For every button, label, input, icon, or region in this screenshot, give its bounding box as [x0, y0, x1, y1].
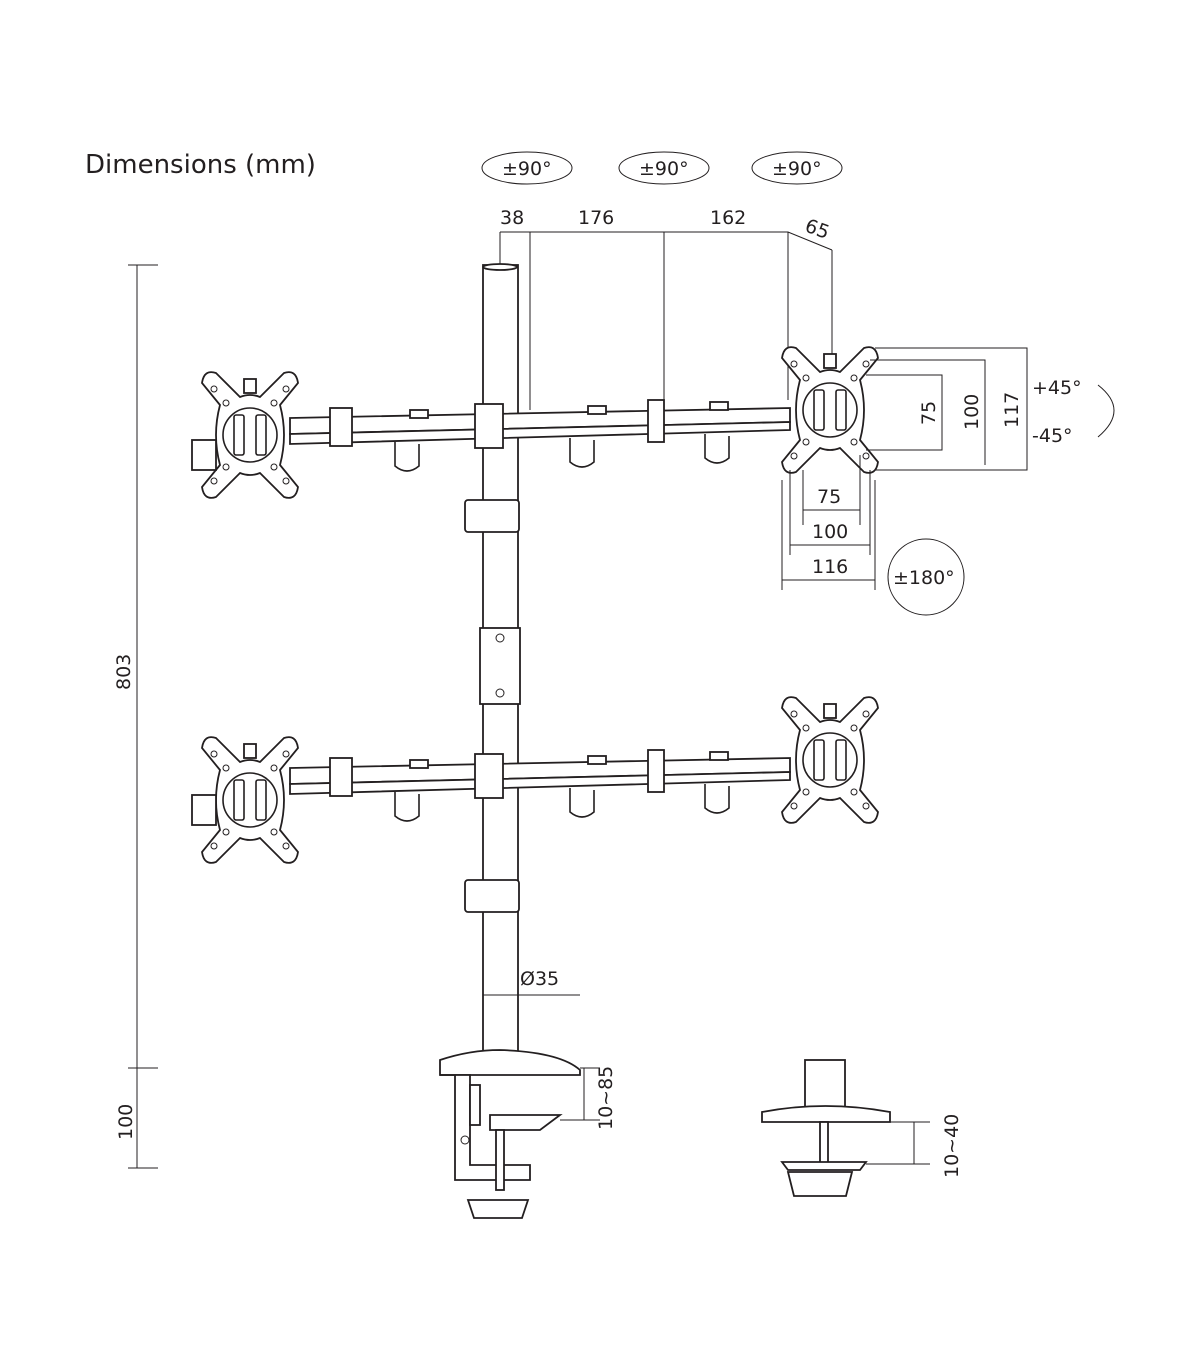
tilt-arrow-icon: [1097, 384, 1115, 438]
dim-803: 803: [113, 654, 135, 690]
height-dimension: 803 100: [113, 264, 158, 1169]
rotation-badge-1: ±90°: [481, 151, 573, 185]
hinge: [191, 794, 217, 826]
diagram-title: Dimensions (mm): [85, 150, 316, 180]
vesa-dimension-lines: 75 100 117 75 100 116 +45° -45° ±180°: [781, 347, 1115, 616]
dim-176: 176: [578, 207, 614, 229]
dim-162: 162: [710, 207, 746, 229]
rotation-badge-2: ±90°: [618, 151, 710, 185]
pole-diameter: Ø35: [520, 968, 559, 990]
arm-dimension-lines: 38 176 162 65: [499, 207, 833, 410]
vesa-117-vertical: 117: [1001, 392, 1023, 428]
tilt-down-label: -45°: [1032, 425, 1073, 447]
vesa-plate-top-left: [201, 371, 299, 499]
top-arm: [289, 399, 791, 472]
rotation-label: ±90°: [502, 158, 552, 180]
vesa-100-vertical: 100: [961, 394, 983, 430]
vesa-116-horizontal: 116: [812, 556, 848, 578]
hinge: [191, 439, 217, 471]
pole: Ø35: [464, 263, 580, 1066]
grommet-base: 10~40: [761, 1059, 963, 1197]
grommet-range: 10~40: [941, 1114, 963, 1178]
vesa-75-horizontal: 75: [817, 486, 841, 508]
vesa-plate-bottom-right: [781, 696, 879, 824]
desk-clamp: 10~85: [439, 1049, 617, 1219]
bottom-arm: [289, 749, 791, 822]
vesa-75-vertical: 75: [918, 401, 940, 425]
dim-38: 38: [500, 207, 524, 229]
vesa-plate-top-right: [781, 346, 879, 474]
dim-100-base: 100: [115, 1104, 137, 1140]
clamp-range: 10~85: [595, 1066, 617, 1130]
rotation-label: ±90°: [772, 158, 822, 180]
rotate-label: ±180°: [893, 567, 955, 589]
vesa-100-horizontal: 100: [812, 521, 848, 543]
rotation-badge-3: ±90°: [751, 151, 843, 185]
rotation-label: ±90°: [639, 158, 689, 180]
tilt-up-label: +45°: [1032, 377, 1082, 399]
